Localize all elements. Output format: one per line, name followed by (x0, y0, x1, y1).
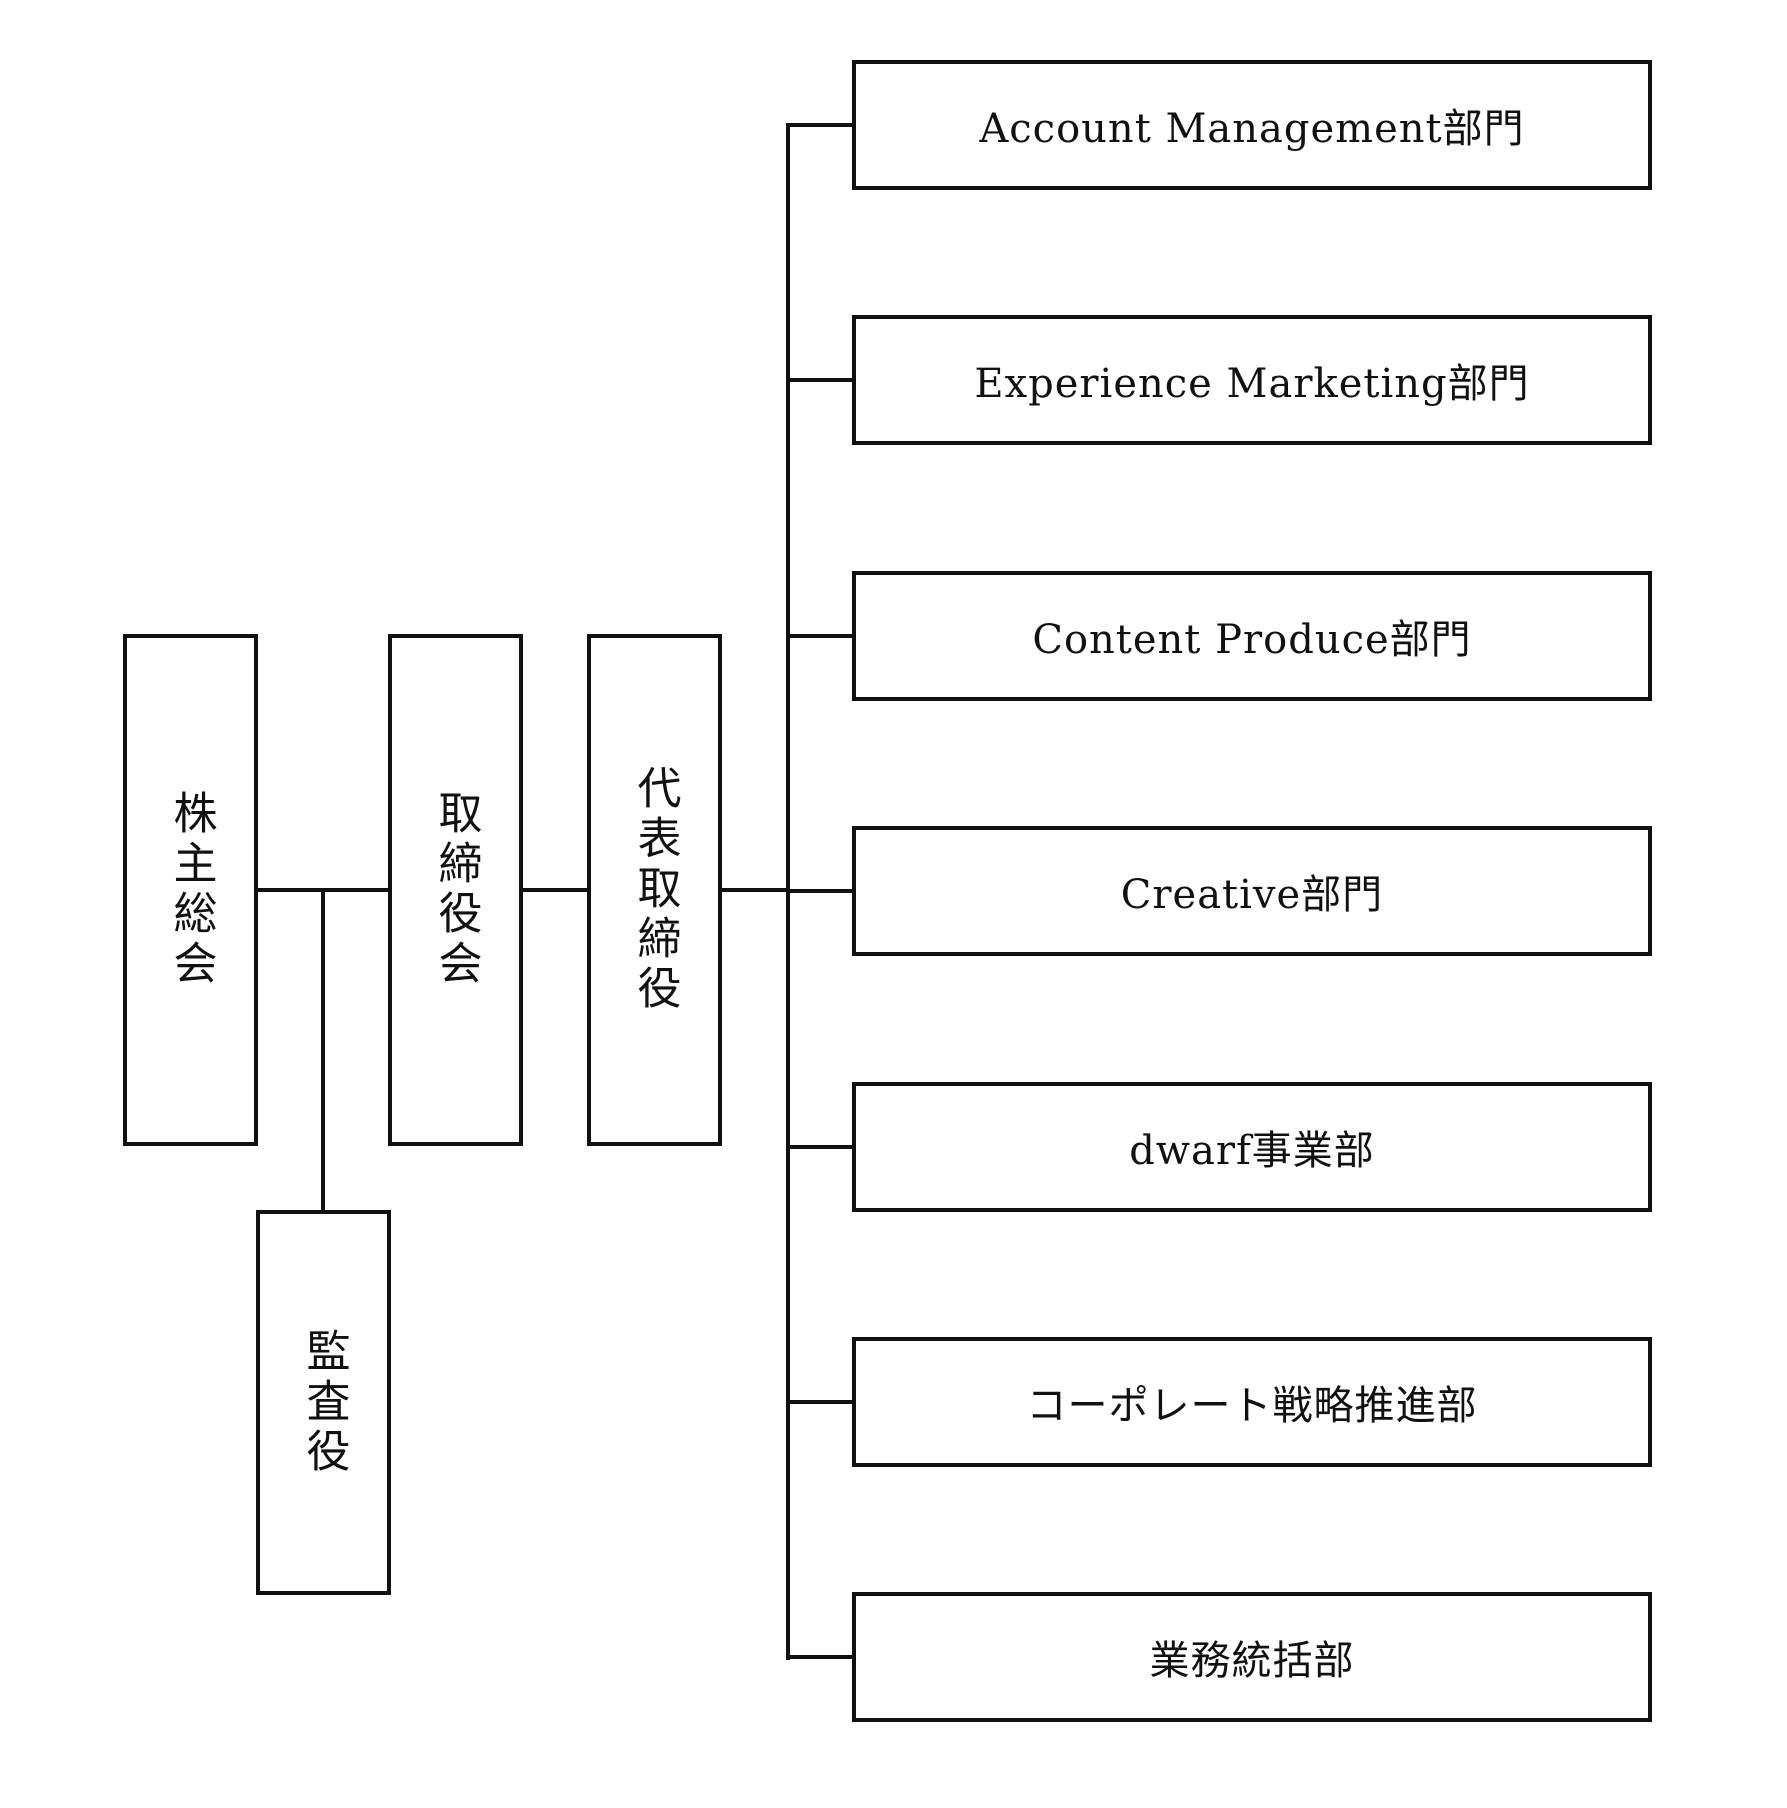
connector-ceo-departments (722, 888, 790, 892)
shareholders-meeting-box: 株主総会 (123, 634, 258, 1146)
department-branch-line (786, 123, 852, 127)
department-label: コーポレート戦略推進部 (1026, 1383, 1478, 1429)
department-box-corporate-strategy: コーポレート戦略推進部 (852, 1337, 1652, 1467)
board-of-directors-label: 取締役会 (430, 790, 482, 990)
connector-board-ceo (523, 888, 587, 892)
connector-auditor (321, 890, 325, 1210)
department-box-content-produce: Content Produce部門 (852, 571, 1652, 701)
representative-director-label: 代表取締役 (629, 765, 681, 1015)
department-box-dwarf: dwarf事業部 (852, 1082, 1652, 1212)
department-label: dwarf事業部 (1129, 1128, 1375, 1174)
department-branch-line (786, 634, 852, 638)
department-label: Content Produce部門 (1032, 617, 1472, 663)
department-branch-line (786, 378, 852, 382)
shareholders-meeting-label: 株主総会 (165, 790, 217, 990)
department-label: Account Management部門 (979, 106, 1525, 152)
department-branch-line (786, 889, 852, 893)
board-of-directors-box: 取締役会 (388, 634, 523, 1146)
department-label: Creative部門 (1120, 872, 1384, 918)
representative-director-box: 代表取締役 (587, 634, 722, 1146)
auditor-box: 監査役 (256, 1210, 391, 1595)
department-label: 業務統括部 (1149, 1638, 1355, 1684)
department-box-operations: 業務統括部 (852, 1592, 1652, 1722)
department-branch-line (786, 1400, 852, 1404)
department-box-creative: Creative部門 (852, 826, 1652, 956)
department-label: Experience Marketing部門 (974, 361, 1530, 407)
department-box-account-management: Account Management部門 (852, 60, 1652, 190)
department-box-experience-marketing: Experience Marketing部門 (852, 315, 1652, 445)
auditor-label: 監査役 (298, 1327, 350, 1478)
department-branch-line (786, 1145, 852, 1149)
department-branch-line (786, 1655, 852, 1659)
